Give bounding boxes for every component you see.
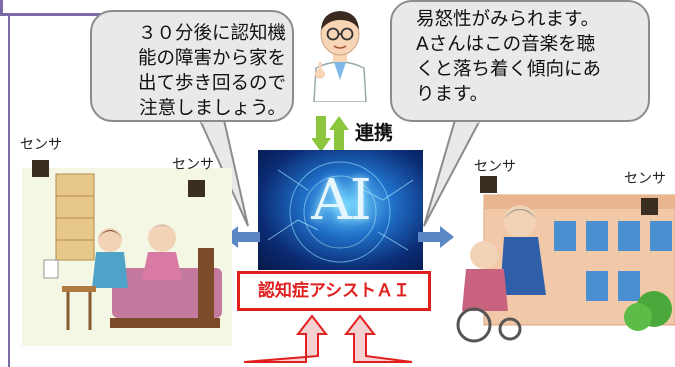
ai-circuit-rings: [267, 161, 414, 263]
sensor-label-3: センサ: [474, 159, 516, 175]
arrow-to-right-scene: [418, 226, 454, 248]
bubble-right-line-1: 易怒性がみられます。: [416, 9, 600, 30]
input-arrows: [244, 314, 413, 363]
arrow-to-left-scene: [224, 226, 260, 248]
sensor-icon-3: [480, 176, 497, 193]
bubble-right-line-2: Aさんはこの音楽を聴: [416, 34, 596, 55]
care-facility-scene: [454, 175, 675, 345]
sensor-label-2: センサ: [172, 157, 214, 173]
bubble-left-line-3: 出て歩き回るので: [137, 73, 286, 94]
dementia-assist-ai-box: 認知症アシストＡＩ: [237, 271, 431, 311]
ai-label: AI: [311, 168, 372, 233]
bubble-right-line-3: くと落ち着く傾向にあ: [416, 59, 602, 80]
bubble-left-line-1: ３０分後に認知機: [137, 23, 286, 44]
bubble-left-line-2: 能の障害から家を: [137, 48, 286, 69]
sensor-icon-2: [188, 180, 205, 197]
bubble-right-line-4: ります。: [416, 84, 489, 105]
sensor-label-4: センサ: [624, 171, 666, 187]
bubble-right: 易怒性がみられます。 Aさんはこの音楽を聴 くと落ち着く傾向にあ ります。: [390, 0, 650, 122]
home-care-scene: [22, 168, 232, 346]
bubble-left-line-4: 注意しましょう。: [139, 98, 286, 119]
sensor-icon-4: [641, 198, 658, 215]
sensor-icon-1: [32, 160, 49, 177]
frame-left-line: [8, 16, 10, 367]
bubble-left: ３０分後に認知機 能の障害から家を 出て歩き回るので 注意しましょう。: [90, 10, 294, 122]
doctor-illustration: [313, 11, 367, 102]
ai-brain-image: AI: [258, 150, 423, 270]
sensor-label-1: センサ: [20, 137, 62, 153]
renkei-arrows: [312, 116, 349, 152]
renkei-label: 連携: [355, 122, 394, 144]
